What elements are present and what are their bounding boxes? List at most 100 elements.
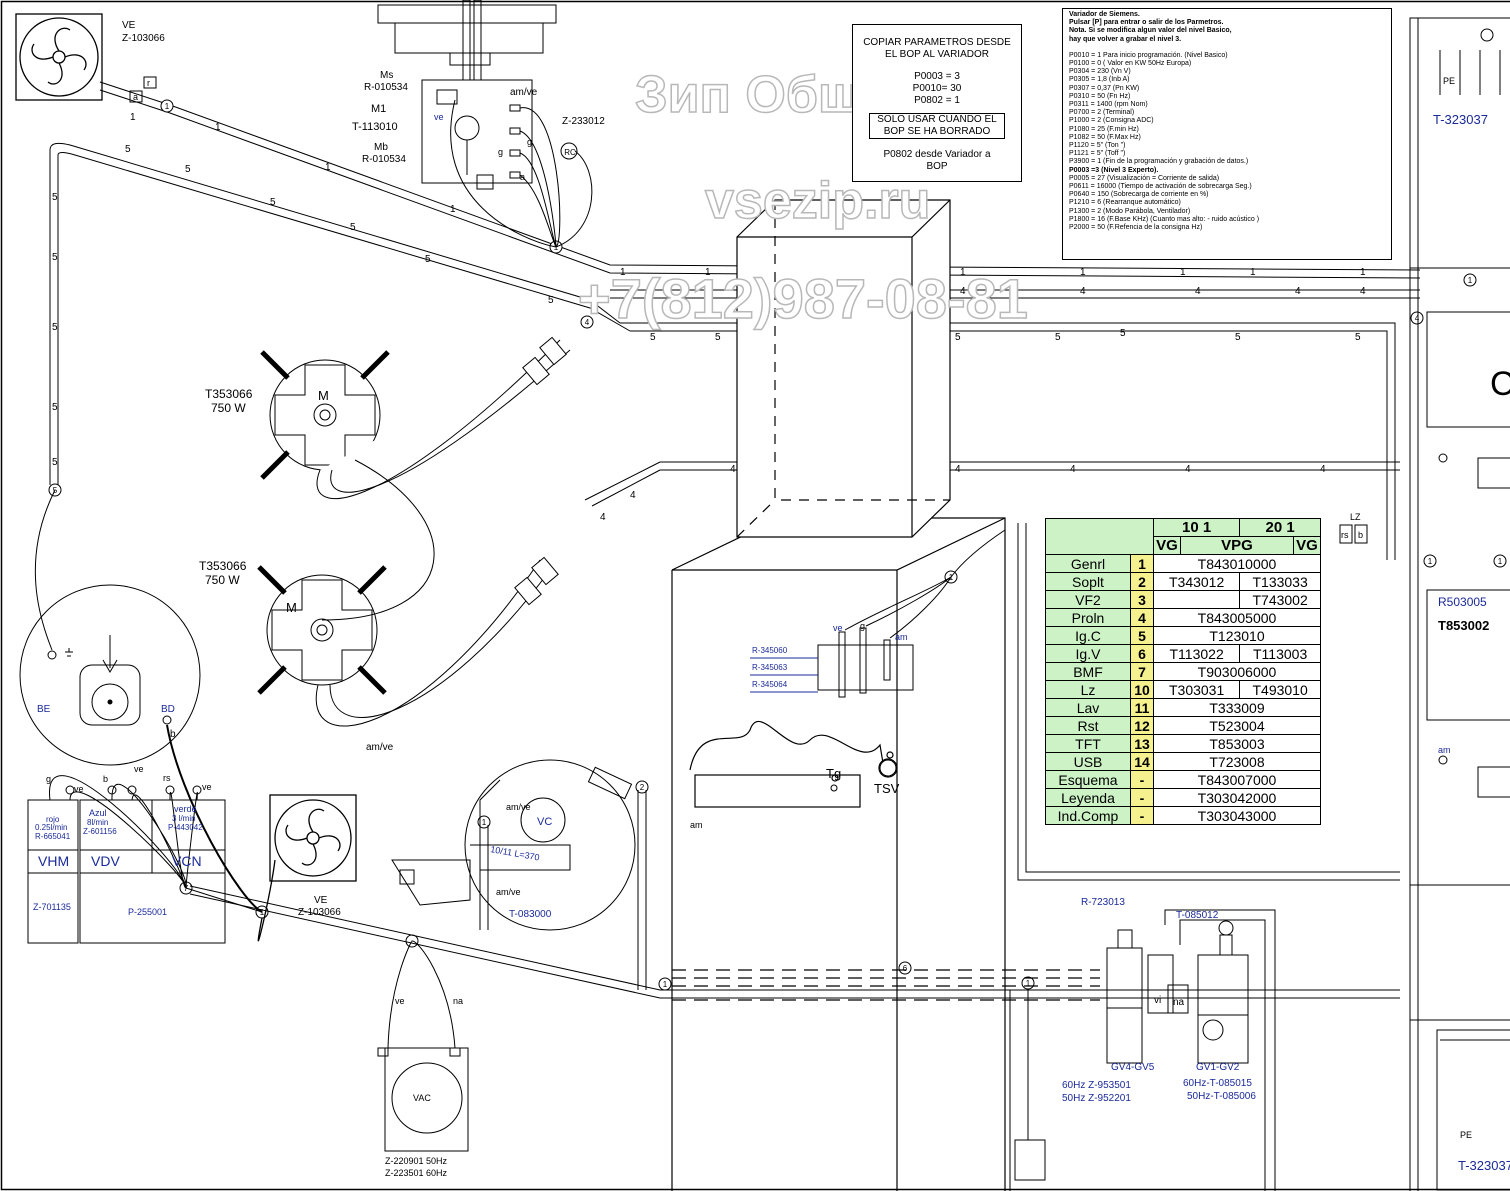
table-cell: T723008: [1153, 752, 1321, 771]
sensor-block: [750, 529, 1006, 698]
ve-valve: ve: [74, 784, 84, 794]
svg-text:4: 4: [1185, 464, 1191, 475]
svg-text:1: 1: [1026, 979, 1031, 988]
svg-text:5: 5: [52, 252, 58, 263]
svg-text:1: 1: [130, 112, 136, 123]
svg-text:1: 1: [620, 267, 626, 278]
svg-text:1: 1: [663, 980, 668, 989]
vhm-a: rojo: [46, 815, 60, 824]
table-cell: 1: [1130, 554, 1154, 573]
r345064: R-345064: [752, 680, 788, 689]
c-letter: C: [1490, 365, 1510, 403]
vdv-b: 8l/min: [87, 818, 108, 827]
motor-2-m: M: [286, 600, 297, 615]
be-label: BE: [37, 704, 51, 715]
svg-text:4: 4: [1320, 464, 1326, 475]
svg-text:1: 1: [1428, 557, 1433, 566]
ve-top-code: Z-103066: [122, 33, 165, 44]
svg-text:4: 4: [1195, 286, 1201, 297]
param-line: P1121 = 5" (Toff "): [1069, 150, 1126, 158]
mb-code: R-010534: [362, 154, 406, 165]
length-label: 10/11 L=370: [490, 844, 541, 862]
table-cell: 13: [1130, 734, 1154, 753]
param-line: P1082 = 50 (F.Max Hz): [1069, 133, 1141, 141]
g-label: g: [527, 137, 532, 147]
harness-bottom: [189, 523, 1400, 1191]
table-cell: T843010000: [1153, 554, 1321, 573]
am-panel: am: [1438, 745, 1451, 755]
vhm-c: R-665041: [35, 832, 71, 841]
a-label: a: [520, 172, 525, 182]
m1-code: T-113010: [352, 121, 398, 133]
table-head-vg-2: VG: [1293, 536, 1321, 555]
vac-label: VAC: [413, 1093, 431, 1103]
table-cell: Esquema: [1045, 770, 1131, 789]
table-cell: 14: [1130, 752, 1154, 771]
vac-unit: [377, 940, 469, 1152]
siemens-l1: Pulsar [P] para entrar o salir de los Pa…: [1069, 19, 1224, 27]
svg-text:5: 5: [185, 164, 191, 175]
svg-text:4: 4: [680, 286, 686, 297]
r345060: R-345060: [752, 646, 788, 655]
svg-text:1: 1: [260, 908, 265, 917]
svg-text:5: 5: [125, 144, 131, 155]
siemens-params-box: Variador de Siemens. Pulsar [P] para ent…: [1062, 8, 1392, 260]
t085012-label: T-085012: [1176, 910, 1219, 921]
z233012-label: Z-233012: [562, 116, 605, 127]
fan-bottom-icon: [257, 794, 357, 942]
svg-text:1: 1: [705, 267, 711, 278]
am-sensor: am: [895, 632, 908, 642]
t853002-label: T853002: [1438, 618, 1489, 633]
param3-line: P1300 = 2 (Modo Parábola, Ventilador): [1069, 207, 1191, 215]
b-valve: b: [103, 774, 108, 784]
svg-text:1: 1: [450, 204, 456, 215]
copy-l8: P0802 desde Variador a: [883, 149, 991, 160]
svg-text:1: 1: [1250, 267, 1256, 278]
label-r: r: [147, 78, 150, 88]
motor-2-code: T353066: [199, 559, 247, 573]
svg-text:4: 4: [630, 490, 636, 501]
svg-text:1: 1: [215, 122, 221, 133]
motor-1-power: 750 W: [211, 401, 246, 415]
table-cell: Rst: [1045, 716, 1131, 735]
param-level-3: P0003 =3 (Nivel 3 Experto).: [1069, 166, 1159, 174]
svg-text:1: 1: [165, 102, 170, 111]
table-cell: T743002: [1239, 590, 1321, 609]
lz-label: LZ: [1350, 512, 1361, 522]
label-a: a: [133, 92, 138, 102]
svg-text:1: 1: [325, 162, 331, 173]
copy-params-box: COPIAR PARAMETROS DESDE EL BOP AL VARIAD…: [852, 24, 1022, 182]
vhm-label: VHM: [38, 853, 69, 869]
svg-text:2: 2: [640, 783, 645, 792]
table-cell: 7: [1130, 662, 1154, 681]
vac-code-1: Z-220901 50Hz: [385, 1156, 448, 1166]
na-vac: na: [453, 996, 463, 1006]
vc-label: VC: [537, 816, 552, 828]
motor-2-icon: [257, 459, 559, 727]
ve-sensor: ve: [833, 623, 843, 633]
amve-top: am/ve: [510, 87, 538, 98]
ve-top-label: VE: [122, 20, 136, 31]
gas-valves: [1106, 909, 1276, 1191]
svg-text:5: 5: [548, 295, 554, 306]
param3-line: P0005 = 27 (Visualización = Corriente de…: [1069, 174, 1220, 182]
table-cell: T303031: [1152, 680, 1241, 699]
t323037-label: T-323037: [1433, 112, 1488, 127]
param-line: P3900 = 1 (Fin de la programación y grab…: [1069, 158, 1249, 166]
svg-text:1: 1: [482, 818, 487, 827]
right-panel: [1409, 17, 1510, 1191]
pe-label: PE: [1443, 76, 1455, 86]
copy-l9: BOP: [926, 161, 948, 172]
svg-text:5: 5: [52, 457, 58, 468]
ve-valve-2: ve: [134, 764, 144, 774]
table-head-20: 20 1: [1239, 518, 1321, 537]
table-cell: -: [1130, 806, 1154, 825]
lz-b: b: [1358, 530, 1363, 540]
ve-bottom: VE: [314, 895, 328, 906]
gv45-label: GV4-GV5: [1111, 1062, 1155, 1073]
